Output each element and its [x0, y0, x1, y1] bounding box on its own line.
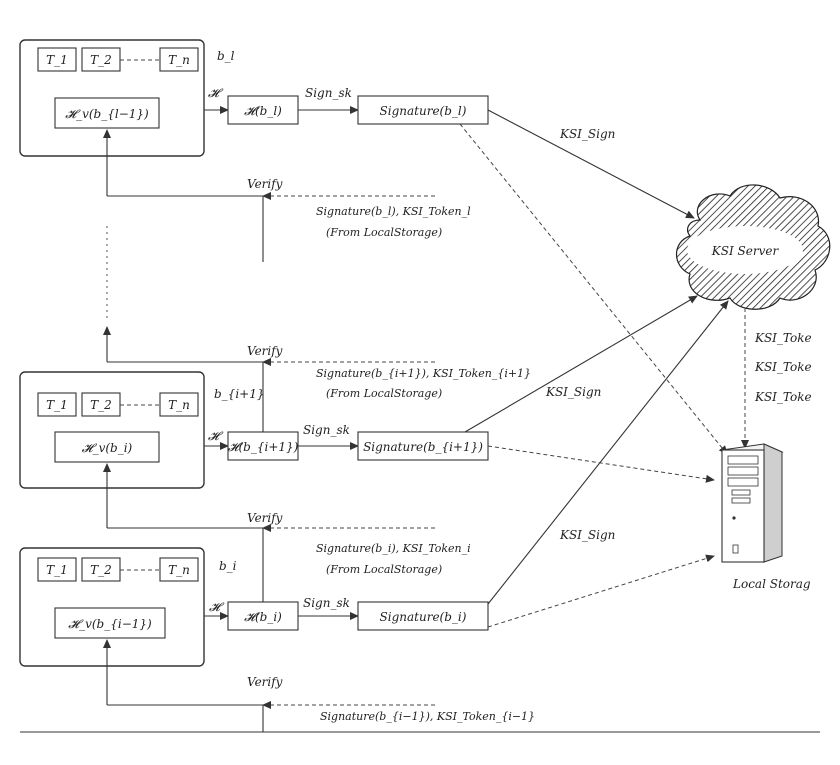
- block-bi-tx1-box: [37, 557, 77, 582]
- block-bi-tx2: T_2: [90, 563, 112, 577]
- block-bi1-prev-hash: 𝓗_v(b_i): [82, 441, 133, 455]
- block-bl-tx1-box: [37, 47, 77, 72]
- verify4-source: Signature(b_{i−1}), KSI_Token_{i−1}: [320, 710, 535, 723]
- bl-signature-box: [357, 95, 489, 125]
- block-bi1-frame: [19, 371, 205, 489]
- ksi-sign-label-3: KSI_Sign: [559, 528, 615, 542]
- bi-signature: Signature(b_i): [380, 610, 467, 624]
- block-bi1-tx1-box: [37, 392, 77, 417]
- bi-sign-op: Sign_sk: [303, 596, 350, 610]
- block-bl-prev-hash: 𝓗_v(b_{l−1}): [65, 107, 149, 121]
- ksi-sign-label-1: KSI_Sign: [559, 127, 615, 141]
- server-tower-icon: [720, 443, 784, 563]
- block-bi1-txn: T_n: [168, 398, 190, 412]
- block-bi: T_1 T_2 T_n 𝓗_v(b_{i−1}) b_i: [19, 547, 237, 667]
- block-bi-txn-box: [159, 557, 199, 582]
- bl-hash: 𝓗(b_l): [244, 104, 282, 118]
- block-bi1: T_1 T_2 T_n 𝓗_v(b_i) b_{i+1}: [19, 371, 264, 489]
- block-bi1-tx2: T_2: [90, 398, 112, 412]
- bi-hash-box: [227, 601, 299, 631]
- bi-hash: 𝓗(b_i): [244, 610, 282, 624]
- verify2-origin: (From LocalStorage): [326, 387, 442, 400]
- bi-h-op: 𝓗: [209, 600, 225, 614]
- bl-sign-op: Sign_sk: [305, 86, 352, 100]
- bi1-hash-box: [227, 431, 299, 461]
- block-bi1-prev-hash-box: [54, 431, 160, 463]
- block-bl: T_1 T_2 T_n 𝓗_v(b_{l−1}) b_l: [19, 39, 235, 157]
- ksi-sign-arrow-bl: [487, 109, 695, 219]
- block-bi-prev-hash: 𝓗_v(b_{i−1}): [68, 617, 152, 631]
- verify2-label: Verify: [247, 344, 283, 358]
- verify1-source: Signature(b_l), KSI_Token_l: [316, 205, 471, 218]
- bl-signature: Signature(b_l): [380, 104, 467, 118]
- block-bl-txn: T_n: [168, 53, 190, 67]
- storage-arrow-bi1: [487, 445, 715, 483]
- block-bi-prev-hash-box: [54, 607, 166, 639]
- bi1-hash: 𝓗(b_{i+1}): [228, 440, 299, 454]
- block-bi1-txn-box: [159, 392, 199, 417]
- verify2-source: Signature(b_{i+1}), KSI_Token_{i+1}: [316, 367, 531, 380]
- token-label-1: KSI_Toke: [754, 331, 812, 345]
- ksi-sign-arrow-bi: [487, 300, 729, 605]
- verify1-origin: (From LocalStorage): [326, 226, 442, 239]
- storage-arrow-bi: [487, 554, 715, 628]
- verify3-label: Verify: [247, 511, 283, 525]
- storage-arrow-bl: [459, 123, 728, 455]
- verify3-origin: (From LocalStorage): [326, 563, 442, 576]
- ksi-sign-arrow-bi1: [464, 295, 698, 433]
- block-bl-tx1: T_1: [46, 53, 68, 67]
- bi-signature-box: [357, 601, 489, 631]
- block-bi-txn: T_n: [168, 563, 190, 577]
- block-bi1-label: b_{i+1}: [214, 387, 264, 401]
- block-bi1-tx1: T_1: [46, 398, 68, 412]
- verify4-label: Verify: [247, 675, 283, 689]
- bi1-signature: Signature(b_{i+1}): [363, 440, 483, 454]
- token-label-2: KSI_Toke: [754, 360, 812, 374]
- ksi-sign-label-2: KSI_Sign: [545, 385, 601, 399]
- bi1-sign-op: Sign_sk: [303, 423, 350, 437]
- block-bi-label: b_i: [219, 559, 237, 573]
- block-bl-label: b_l: [217, 49, 235, 63]
- token-label-3: KSI_Toke: [754, 390, 812, 404]
- block-bl-txn-box: [159, 47, 199, 72]
- block-bi-tx1: T_1: [46, 563, 68, 577]
- verify3-source: Signature(b_i), KSI_Token_i: [316, 542, 471, 555]
- bi1-h-op: 𝓗: [208, 429, 224, 443]
- block-bl-prev-hash-box: [54, 97, 160, 129]
- ksi-server-label: KSI Server: [711, 244, 780, 258]
- cloud-icon: [675, 184, 831, 310]
- bl-h-op: 𝓗: [208, 86, 224, 100]
- verify1-label: Verify: [247, 177, 283, 191]
- block-bl-tx2: T_2: [90, 53, 112, 67]
- local-storage-label: Local Storag: [732, 577, 811, 591]
- bl-hash-box: [227, 95, 299, 125]
